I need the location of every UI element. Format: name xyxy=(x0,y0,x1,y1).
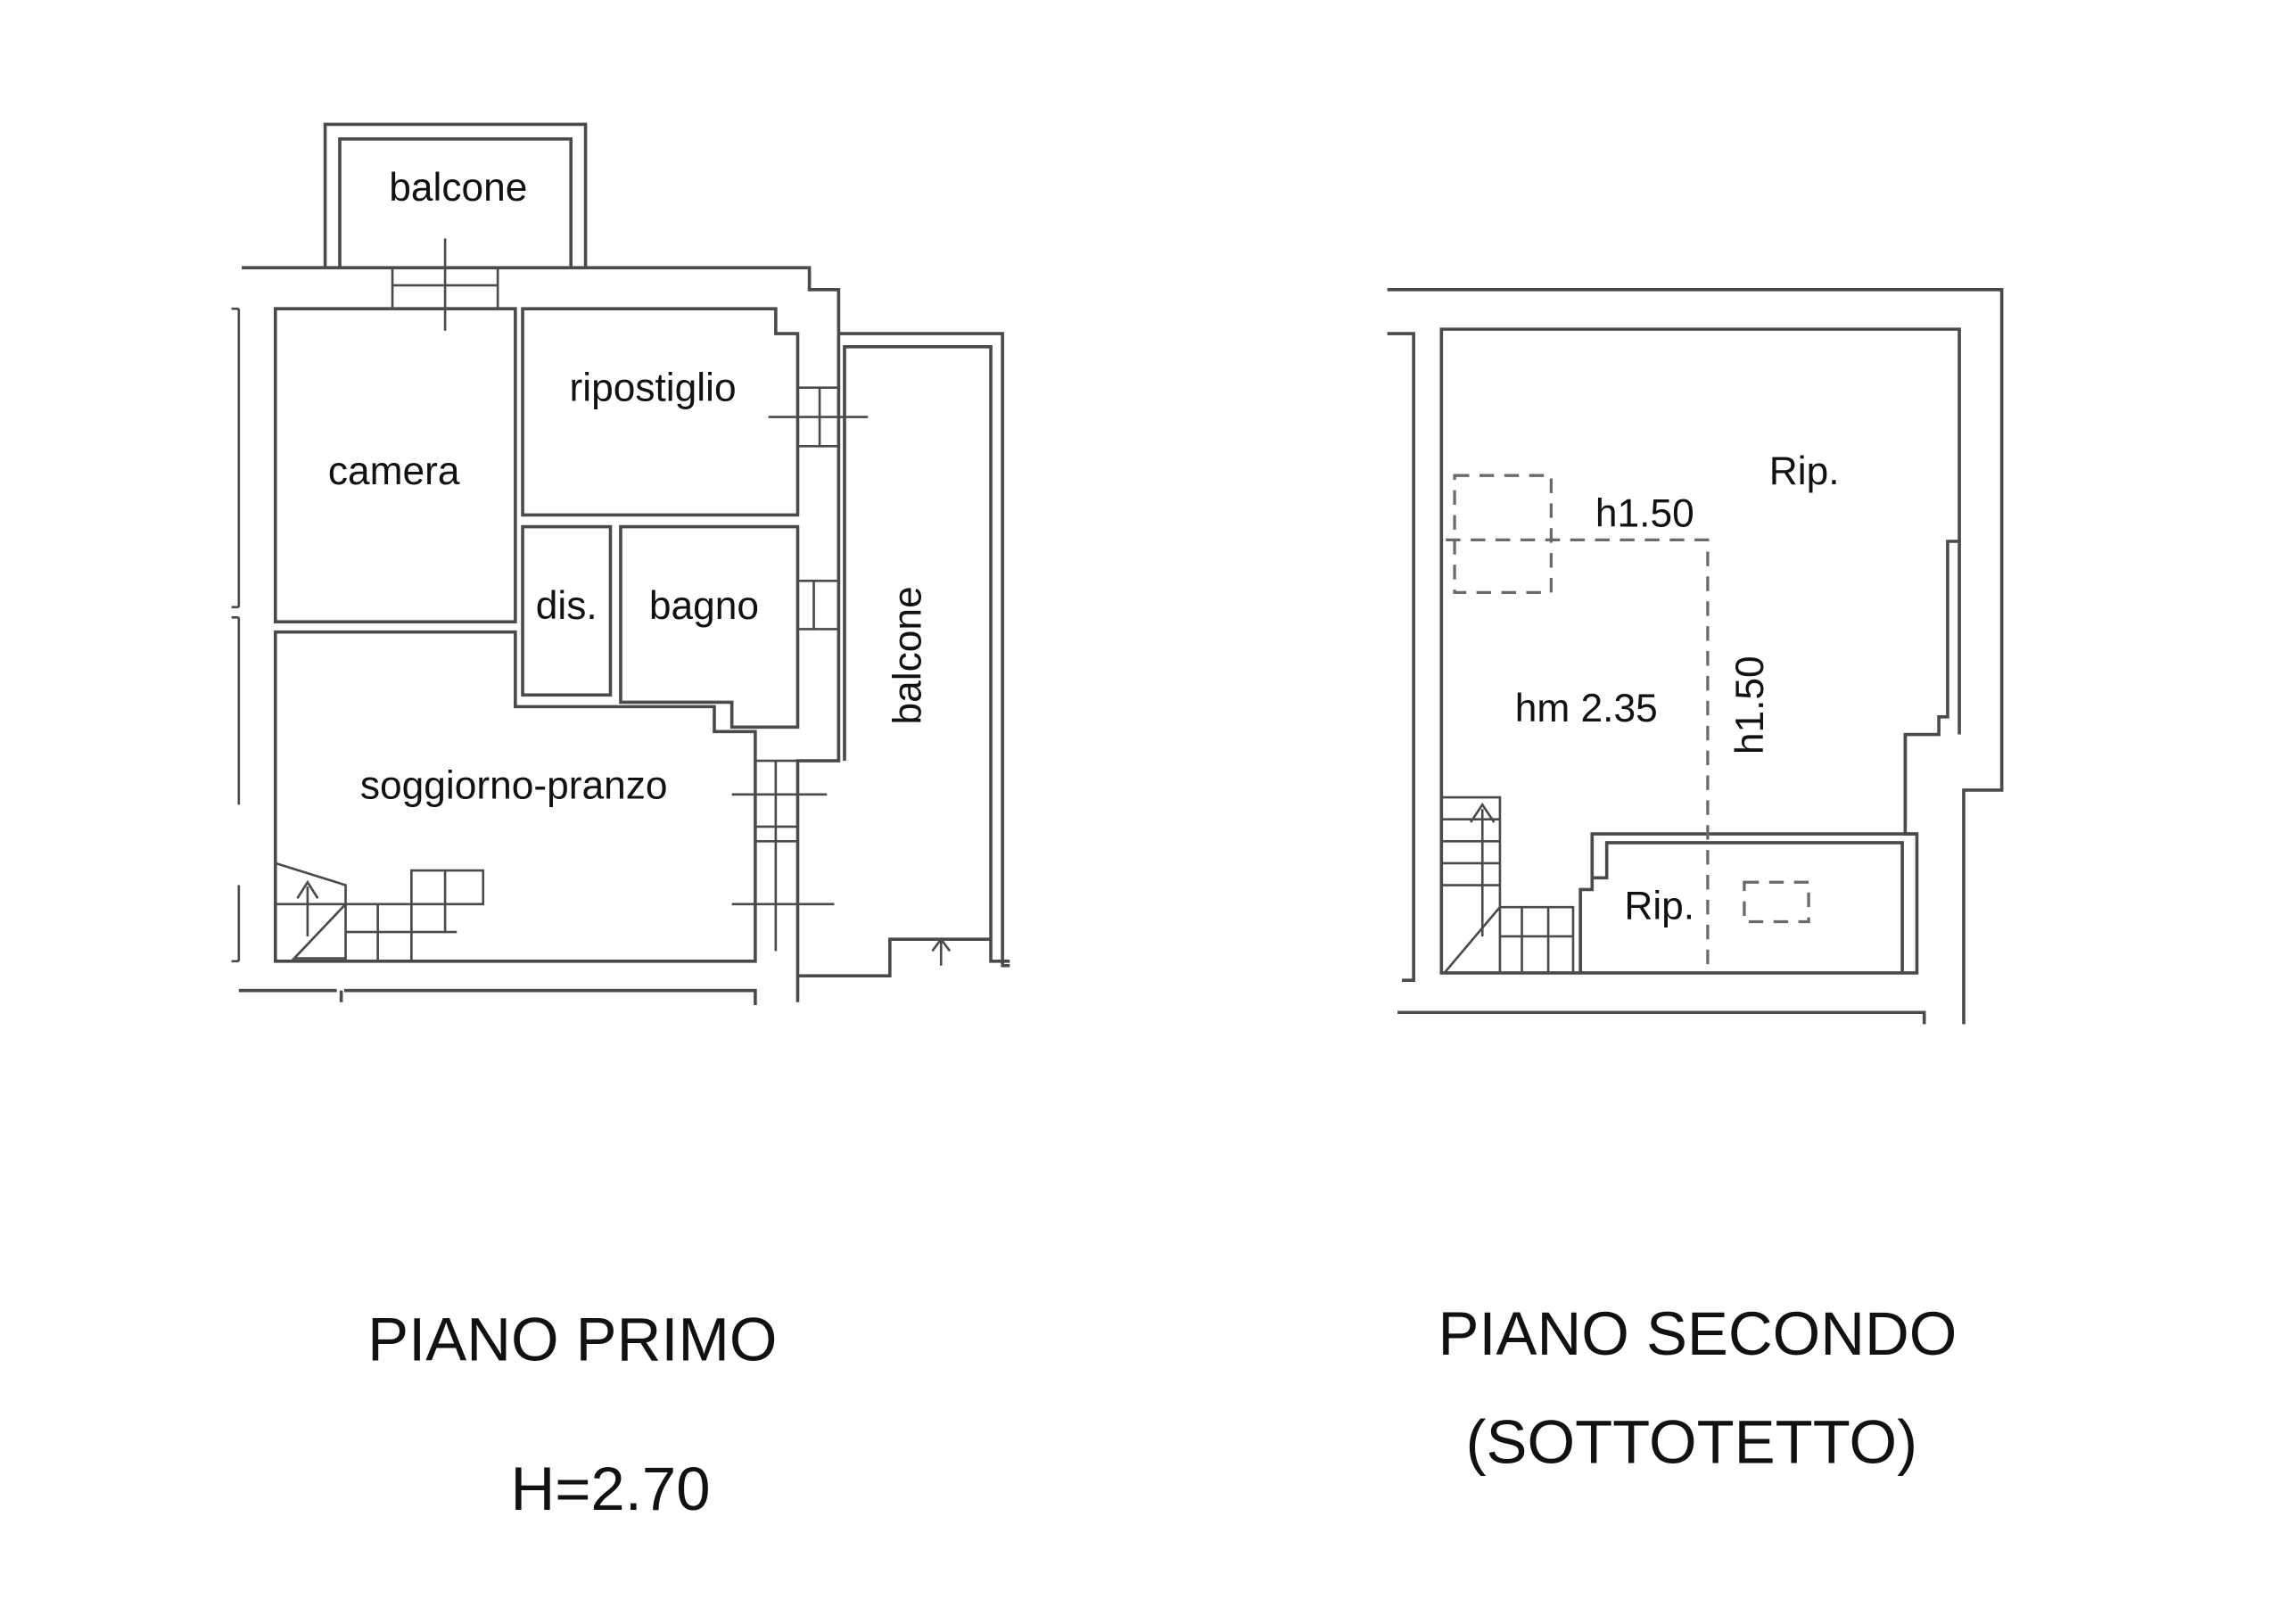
exterior-left-wall-ticks xyxy=(231,307,241,963)
exterior-bottom-wall xyxy=(238,988,757,1006)
floor-subtitle-second: (SOTTOTETTO) xyxy=(1466,1408,1917,1477)
window-bagno xyxy=(797,579,839,631)
room-label-soggiorno: soggiorno-pranzo xyxy=(360,764,668,808)
staircase xyxy=(275,861,485,962)
balcony-step xyxy=(797,937,992,978)
label-rip-small: Rip. xyxy=(1624,884,1694,927)
room-label-dis: dis. xyxy=(536,584,598,628)
plan-first-floor: balcone camera ripostiglio dis. bagno so… xyxy=(231,122,1010,1523)
label-h-vertical: h1.50 xyxy=(1728,655,1772,754)
floor-height-first: H=2.70 xyxy=(510,1455,710,1523)
top-balcony-wall xyxy=(323,122,588,268)
window-ripostiglio xyxy=(768,386,869,448)
height-line-dashed xyxy=(1446,538,1710,973)
room-label-ripostiglio: ripostiglio xyxy=(570,367,737,410)
side-balcony-wall xyxy=(838,332,1010,968)
interior-wall-main xyxy=(1439,327,1961,975)
room-label-balcone-top: balcone xyxy=(389,166,527,210)
label-h-horizontal: h1.50 xyxy=(1595,492,1694,536)
skylight-small-dashed xyxy=(1743,880,1810,924)
wall-camera xyxy=(273,307,517,624)
room-label-bagno: bagno xyxy=(649,584,759,628)
label-rip-main: Rip. xyxy=(1769,449,1840,493)
room-label-camera: camera xyxy=(328,449,460,493)
room-label-balcone-side: balcone xyxy=(886,586,929,724)
exterior-wall-left xyxy=(1387,332,1415,982)
exterior-bottom-wall xyxy=(1397,1010,1926,1025)
wall-soggiorno xyxy=(273,630,757,963)
floor-title-second: PIANO SECONDO xyxy=(1438,1299,1957,1368)
exterior-wall-outer xyxy=(1387,288,2004,1025)
plan-second-floor: Rip. h1.50 h1.50 hm 2.35 Rip. PIANO SECO… xyxy=(1387,288,2004,1477)
skylight-dashed xyxy=(1453,474,1553,595)
door-arrow xyxy=(931,937,952,966)
wall-dis xyxy=(521,524,613,697)
wall-ripostiglio xyxy=(521,307,800,517)
floor-title-first: PIANO PRIMO xyxy=(367,1306,777,1374)
exterior-top-wall xyxy=(242,266,841,1002)
window-soggiorno xyxy=(731,759,835,952)
interior-wall-rip-small xyxy=(1578,734,1917,973)
window-camera xyxy=(391,238,499,331)
staircase xyxy=(1441,796,1575,974)
wall-bagno xyxy=(619,524,800,730)
label-hm: hm 2.35 xyxy=(1515,687,1658,730)
